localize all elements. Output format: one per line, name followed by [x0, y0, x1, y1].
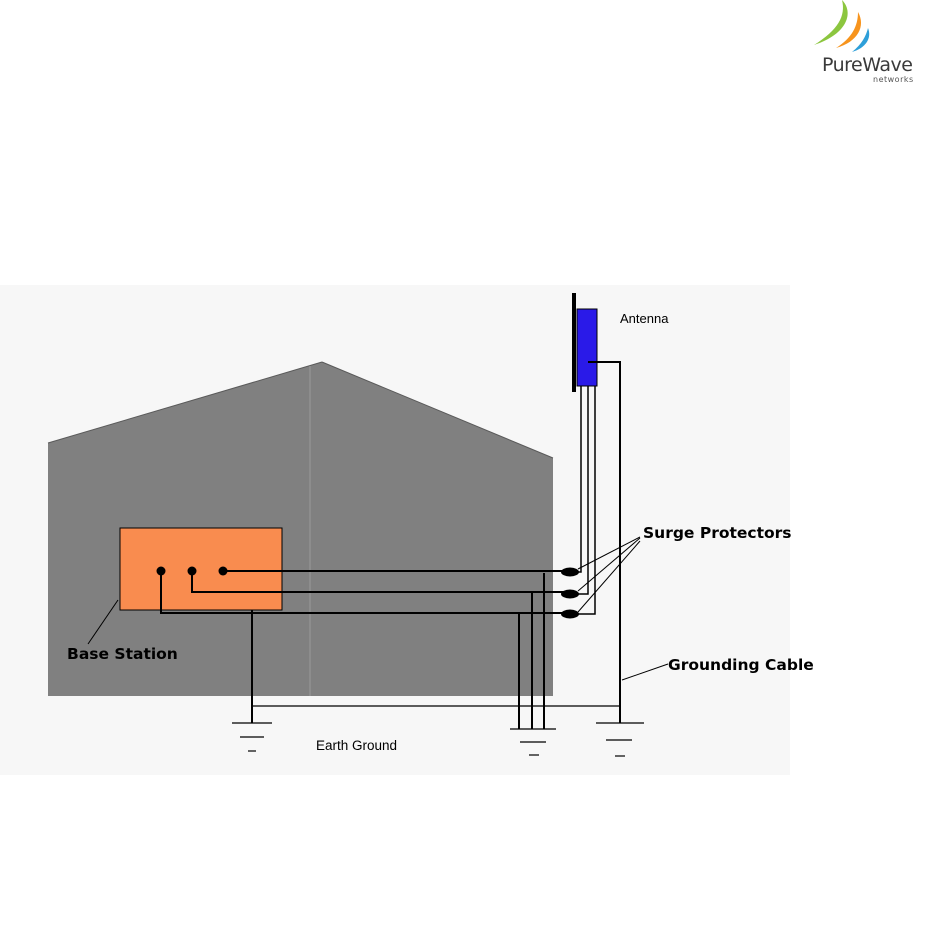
logo-subtitle: networks: [873, 75, 914, 84]
antenna: [577, 309, 597, 386]
surge-protectors-label: Surge Protectors: [643, 524, 792, 542]
antenna-label: Antenna: [620, 311, 669, 326]
connector-dot: [219, 567, 228, 576]
connector-dot: [157, 567, 166, 576]
base-station-box: [120, 528, 282, 610]
earth-ground-label: Earth Ground: [316, 738, 397, 753]
logo-wordmark: PureWave: [822, 54, 912, 76]
connector-dot: [188, 567, 197, 576]
logo-swoosh-green: [814, 0, 848, 45]
base-station-label: Base Station: [67, 645, 178, 663]
grounding-cable-label: Grounding Cable: [668, 656, 814, 674]
